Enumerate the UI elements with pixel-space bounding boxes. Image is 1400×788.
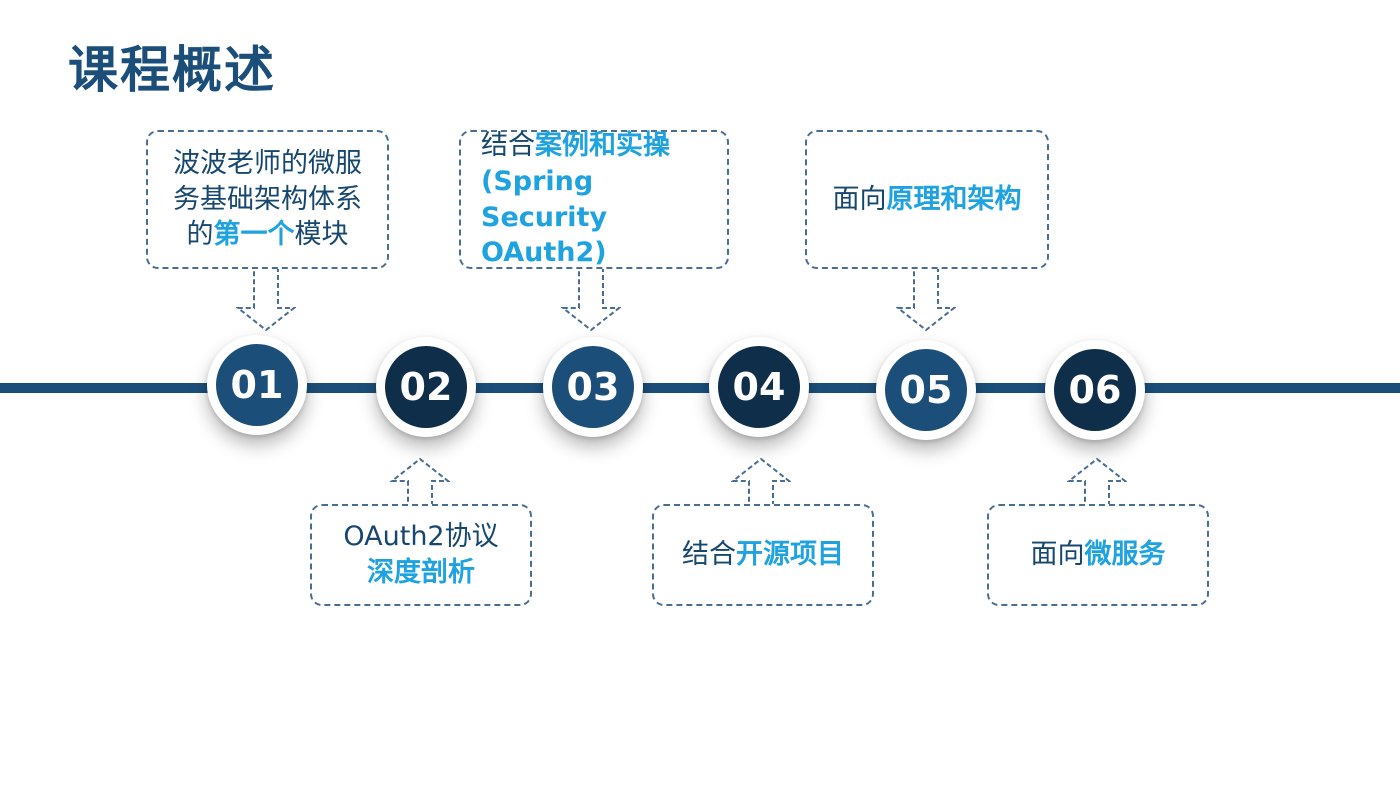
step-box-05: 面向原理和架构 xyxy=(805,130,1049,269)
step-box-01: 波波老师的微服 务基础架构体系 的第一个模块 xyxy=(146,130,389,269)
box-line: 结合案例和实操 xyxy=(481,128,670,164)
box-text: 结合 xyxy=(682,539,736,571)
box-line: 务基础架构体系 xyxy=(173,183,362,215)
step-circle-04: 04 xyxy=(709,337,809,437)
highlight-text: 第一个 xyxy=(213,219,295,251)
arrow-down-icon xyxy=(561,266,621,332)
highlight-text: 深度剖析 xyxy=(367,557,475,588)
step-number-05: 05 xyxy=(885,349,967,431)
arrow-up-icon xyxy=(1067,457,1127,523)
arrow-up-icon xyxy=(390,457,450,523)
step-number-04: 04 xyxy=(718,346,800,428)
step-circle-01: 01 xyxy=(207,335,307,435)
arrow-down-icon xyxy=(896,266,956,332)
highlight-text: 案例和实操 xyxy=(535,130,670,162)
highlight-text: 原理和架构 xyxy=(886,183,1022,215)
step-box-06: 面向微服务 xyxy=(987,504,1209,606)
highlight-text: 微服务 xyxy=(1084,539,1166,571)
step-circle-02: 02 xyxy=(376,337,476,437)
box-line: 面向原理和架构 xyxy=(833,182,1022,218)
timeline-line xyxy=(0,383,1400,393)
box-line: 结合开源项目 xyxy=(682,537,844,573)
box-text: 结合 xyxy=(481,130,535,162)
box-text: 面向 xyxy=(832,183,887,215)
step-circle-06: 06 xyxy=(1045,340,1145,440)
step-number-02: 02 xyxy=(385,346,467,428)
step-number-03: 03 xyxy=(552,346,634,428)
box-text: 面向 xyxy=(1030,539,1085,571)
box-line: 面向微服务 xyxy=(1031,537,1166,573)
highlight-text: 开源项目 xyxy=(736,539,844,571)
highlight-text: OAuth2) xyxy=(481,237,607,269)
step-box-03: 结合案例和实操 (Spring Security OAuth2) xyxy=(459,130,729,269)
highlight-text: (Spring Security xyxy=(481,165,608,233)
box-line: 的第一个模块 xyxy=(187,217,349,253)
box-line: OAuth2协议 xyxy=(343,521,499,553)
arrow-up-icon xyxy=(731,457,791,523)
step-number-06: 06 xyxy=(1054,349,1136,431)
page-title: 课程概述 xyxy=(68,41,276,99)
box-text: 的 xyxy=(186,219,214,251)
step-circle-03: 03 xyxy=(543,337,643,437)
arrow-down-icon xyxy=(236,266,296,332)
step-circle-05: 05 xyxy=(876,340,976,440)
box-text: 模块 xyxy=(294,219,349,251)
box-line: 波波老师的微服 xyxy=(173,148,362,180)
step-box-04: 结合开源项目 xyxy=(652,504,874,606)
step-box-02: OAuth2协议 深度剖析 xyxy=(310,504,532,606)
step-number-01: 01 xyxy=(216,344,298,426)
